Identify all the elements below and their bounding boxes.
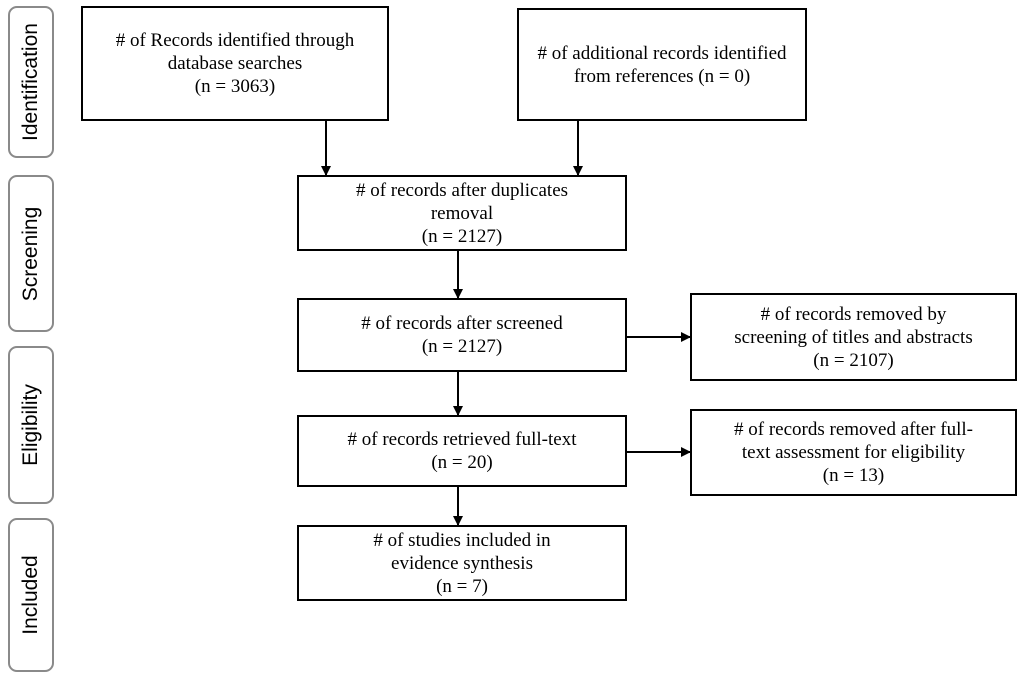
box-removed-titles-count: (n = 2107) <box>813 349 894 371</box>
box-database-records: # of Records identified through database… <box>81 6 389 121</box>
box-database-line1: # of Records identified through <box>115 30 355 51</box>
box-deduplicated-line1: # of records after duplicates <box>355 179 569 201</box>
box-retrieved-full-text: # of records retrieved full-text (n = 20… <box>297 415 627 487</box>
box-additional-line2: from references (n = 0) <box>573 65 751 87</box>
box-removed-after-full-text: # of records removed after full- text as… <box>690 409 1017 496</box>
phase-eligibility: Eligibility <box>8 346 54 504</box>
box-removed-by-titles-abstracts: # of records removed by screening of tit… <box>690 293 1017 381</box>
box-additional-line1: # of additional records identified <box>537 42 787 64</box>
box-removed-fulltext-line2: text assessment for eligibility <box>741 442 966 463</box>
box-after-screened: # of records after screened (n = 2127) <box>297 298 627 372</box>
box-included-line2: evidence synthesis <box>391 552 533 574</box>
phase-included: Included <box>8 518 54 672</box>
box-included-count: (n = 7) <box>436 575 488 597</box>
phase-screening: Screening <box>8 175 54 332</box>
box-screened-count: (n = 2127) <box>421 336 503 357</box>
box-deduplicated-line2: removal <box>430 202 494 224</box>
box-deduplicated-count: (n = 2127) <box>421 225 503 247</box>
box-screened-line1: # of records after screened <box>361 313 563 334</box>
box-fulltext-line1: # of records retrieved full-text <box>347 429 577 450</box>
box-after-duplicates-removal: # of records after duplicates removal (n… <box>297 175 627 251</box>
box-included-line1: # of studies included in <box>373 529 551 551</box>
box-additional-records: # of additional records identified from … <box>517 8 807 121</box>
box-studies-included: # of studies included in evidence synthe… <box>297 525 627 601</box>
box-database-count: (n = 3063) <box>194 76 276 97</box>
box-fulltext-count: (n = 20) <box>431 452 493 473</box>
box-removed-titles-line1: # of records removed by <box>760 303 947 325</box>
box-removed-fulltext-line1: # of records removed after full- <box>734 419 973 440</box>
phase-identification: Identification <box>8 6 54 158</box>
box-database-line2: database searches <box>167 53 303 74</box>
box-removed-fulltext-count: (n = 13) <box>822 465 885 486</box>
box-removed-titles-line2: screening of titles and abstracts <box>734 326 973 348</box>
